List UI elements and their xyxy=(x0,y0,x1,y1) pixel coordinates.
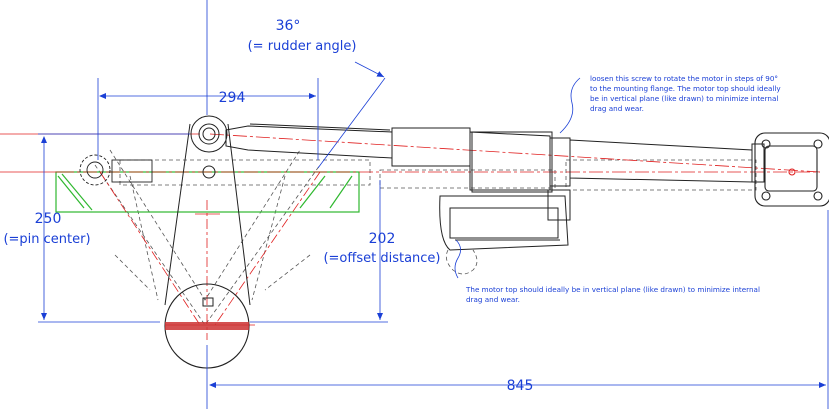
angle-value: 36° xyxy=(276,18,301,34)
pivot-bracket xyxy=(0,154,153,186)
note-bottom-line: The motor top should ideally be in verti… xyxy=(465,285,760,294)
note-bottom-line: drag and wear. xyxy=(466,295,520,304)
angle-caption: (= rudder angle) xyxy=(248,39,357,54)
phantom-positions xyxy=(94,149,757,326)
dim-294-label: 294 xyxy=(219,90,246,106)
note-top-line: to the mounting flange. The motor top sh… xyxy=(590,84,781,93)
dimension-lines xyxy=(38,0,829,409)
dim-250-caption: (=pin center) xyxy=(3,232,90,247)
dim-250-value: 250 xyxy=(35,211,62,227)
note-motor-rotation: loosen this screw to rotate the motor in… xyxy=(590,74,781,113)
tiller-bar xyxy=(55,171,360,213)
note-top-line: loosen this screw to rotate the motor in… xyxy=(590,74,778,83)
end-flange xyxy=(754,132,829,207)
dim-845-label: 845 xyxy=(507,378,534,394)
rudder-arm xyxy=(164,115,251,307)
actuator xyxy=(225,123,765,193)
note-top-line: be in vertical plane (like drawn) to min… xyxy=(590,94,778,103)
note-top-line: drag and wear. xyxy=(590,104,644,113)
dim-202-caption: (=offset distance) xyxy=(323,251,440,266)
dim-202-value: 202 xyxy=(369,231,396,247)
center-lines xyxy=(0,133,821,340)
note-motor-orientation: The motor top should ideally be in verti… xyxy=(465,285,760,304)
motor-body xyxy=(439,189,571,251)
